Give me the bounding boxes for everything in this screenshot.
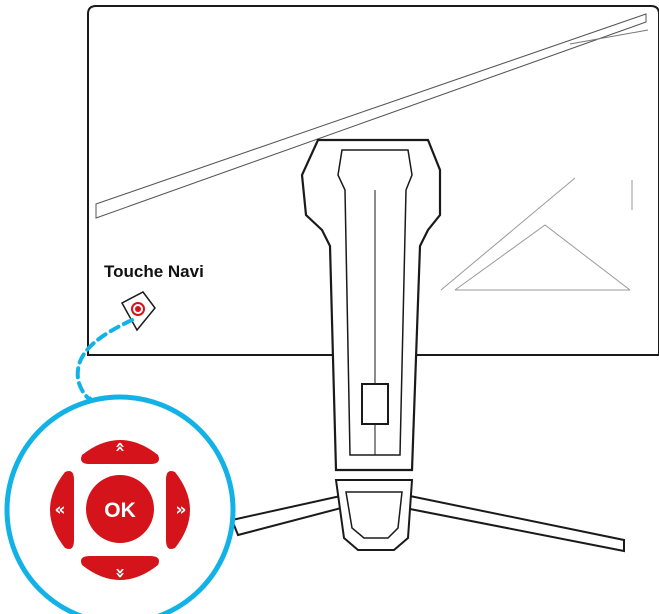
joystick-right-button[interactable]: »: [166, 471, 190, 549]
left-chevron-icon: «: [55, 500, 66, 520]
ok-label: OK: [104, 499, 136, 522]
right-chevron-icon: »: [176, 500, 187, 520]
joystick-down-button[interactable]: «: [81, 556, 159, 580]
cable-slot: [361, 383, 389, 425]
joystick-key-icon[interactable]: [120, 291, 156, 332]
joystick-ok-button[interactable]: OK: [86, 475, 154, 543]
navi-key-label: Touche Navi: [104, 262, 204, 281]
joystick-zoom: « « « » OK: [4, 394, 236, 614]
joystick-left-button[interactable]: «: [50, 471, 74, 549]
joystick-up-button[interactable]: «: [81, 440, 159, 464]
stand-base: [230, 479, 625, 553]
up-chevron-icon: «: [110, 442, 130, 453]
stand-neck: [300, 138, 442, 472]
down-chevron-icon: «: [110, 568, 130, 579]
